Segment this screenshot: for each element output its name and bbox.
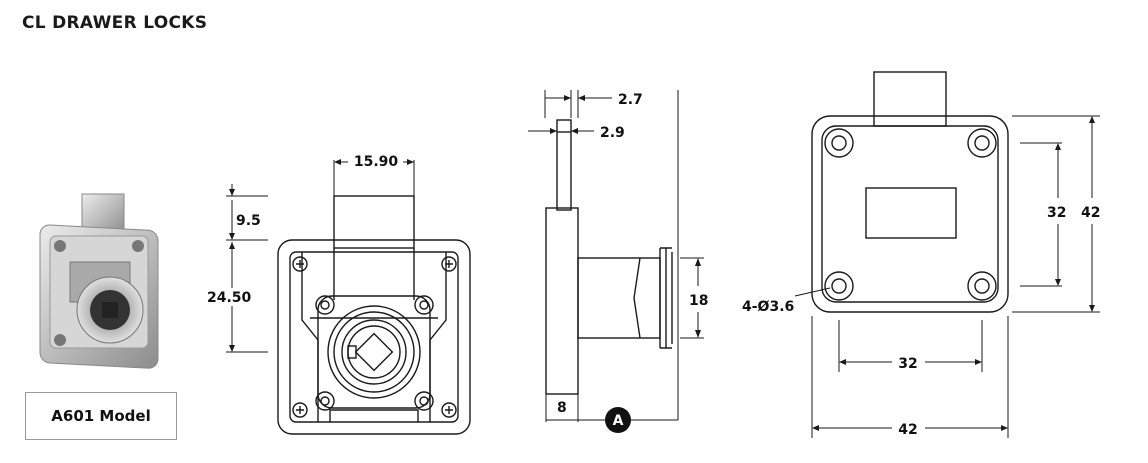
dim-back-holes: 4-Ø3.6 — [742, 299, 794, 315]
lock-photo — [39, 193, 159, 369]
dim-front-height: 24.50 — [207, 290, 252, 306]
dim-back-total-h: 42 — [898, 422, 917, 438]
dim-front-top: 9.5 — [236, 213, 261, 229]
dim-side-cyl: 18 — [689, 293, 708, 309]
dim-back-hole-v: 32 — [1047, 205, 1066, 221]
dim-back-hole-h: 32 — [898, 356, 917, 372]
marker-a — [605, 407, 631, 433]
front-view — [226, 159, 471, 435]
model-label: A601 Model — [25, 392, 177, 440]
back-view — [794, 71, 1100, 438]
dim-side-b: 2.9 — [600, 125, 625, 141]
dim-side-base: 8 — [557, 400, 567, 416]
dim-front-width: 15.90 — [354, 154, 399, 170]
dim-side-a: 2.7 — [618, 92, 643, 108]
page-title: CL DRAWER LOCKS — [22, 13, 208, 33]
dim-back-total-v: 42 — [1081, 205, 1100, 221]
marker-a-label: A — [613, 413, 624, 429]
